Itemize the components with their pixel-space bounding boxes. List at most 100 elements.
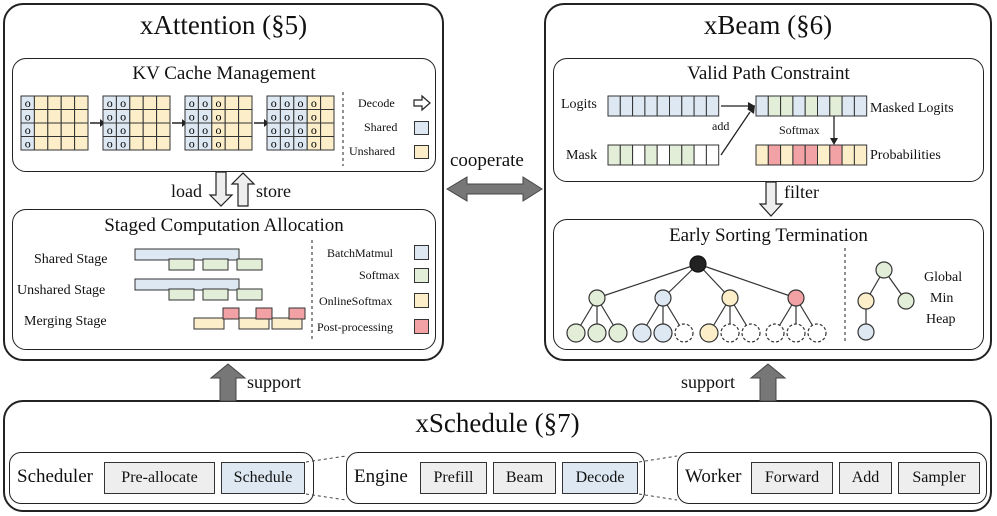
kv-cell-mark: o [107, 96, 113, 110]
probabilities-cell [755, 144, 769, 166]
kv-cell-mark: o [120, 110, 126, 124]
pruned-leaf-node [807, 323, 827, 343]
kv-cell [129, 136, 144, 151]
kv-cell [238, 95, 253, 110]
kv-cell-mark: o [120, 137, 126, 151]
heap-node [857, 323, 875, 341]
forward-button[interactable]: Forward [751, 462, 833, 494]
kv-cell [74, 136, 89, 151]
kv-cell [60, 95, 76, 110]
kv-cell [238, 122, 253, 137]
stage-bar [202, 258, 229, 271]
kv-cell-mark: o [311, 137, 317, 151]
legend-onlinesoftmax-swatch [414, 293, 429, 308]
support-right-label: support [681, 372, 735, 392]
mask-cell [693, 144, 707, 166]
decode-button[interactable]: Decode [562, 462, 638, 494]
kv-cell [156, 109, 171, 124]
mask-arrow [720, 111, 751, 156]
add-button[interactable]: Add [839, 462, 892, 494]
kv-cell [224, 122, 240, 137]
pre-allocate-button[interactable]: Pre-allocate [104, 462, 215, 494]
logits-cell [619, 95, 634, 117]
pruned-leaf-node [765, 323, 785, 343]
kv-cell-mark: o [107, 110, 113, 124]
probabilities-cell [767, 144, 782, 166]
logits-cell [669, 95, 683, 117]
logits-cell [705, 95, 720, 117]
tree-leaf-node [699, 323, 719, 343]
stage-bar [236, 288, 263, 301]
kv-cell [33, 122, 49, 137]
beam-button[interactable]: Beam [493, 462, 556, 494]
kv-cell [224, 136, 240, 151]
prefill-button[interactable]: Prefill [420, 462, 487, 494]
mask-cell [607, 144, 621, 166]
sampler-button[interactable]: Sampler [898, 462, 980, 494]
kv-cell [142, 109, 158, 124]
tree-node [654, 289, 672, 307]
kv-cell-mark: o [271, 137, 277, 151]
kv-cell-mark: o [25, 123, 31, 137]
add-label: add [712, 119, 730, 133]
legend-softmax-swatch [414, 268, 429, 283]
masked-logits-cell [780, 95, 794, 117]
engine-label: Engine [354, 466, 408, 487]
kv-cell-mark: o [202, 137, 208, 151]
kv-cell-mark: o [216, 123, 222, 137]
kv-cell-mark: o [311, 123, 317, 137]
kv-cell [74, 109, 89, 124]
legend-softmax-label: Softmax [359, 268, 400, 282]
legend-batchmatmul-swatch [414, 245, 429, 260]
kv-cell-mark: o [120, 123, 126, 137]
kv-cell-mark: o [189, 96, 195, 110]
heap-node [875, 261, 893, 279]
kv-cell-mark: o [298, 137, 304, 151]
masked-logits-cell [792, 95, 806, 117]
kv-cell [142, 95, 158, 110]
logits-cell [607, 95, 621, 117]
load-arrow [208, 171, 234, 207]
kv-cell-mark: o [284, 137, 290, 151]
scheduler-label: Scheduler [17, 466, 93, 487]
logits-cell [656, 95, 671, 117]
kv-cell [60, 109, 76, 124]
cooperate-label: cooperate [450, 150, 524, 171]
kv-cell [224, 109, 240, 124]
support-right-arrow [749, 363, 787, 402]
kv-cell-mark: o [311, 96, 317, 110]
kv-cell [47, 122, 62, 137]
legend-unshared-label: Unshared [349, 144, 395, 158]
cooperate-arrow [446, 176, 543, 202]
probabilities-cell [804, 144, 819, 166]
kv-cell [129, 109, 144, 124]
kv-cell [224, 95, 240, 110]
mask-cell [632, 144, 646, 166]
tree-root-node [689, 255, 707, 273]
kv-cell [129, 122, 144, 137]
probabilities-cell [792, 144, 806, 166]
kv-cell [60, 136, 76, 151]
kv-cell-mark: o [189, 110, 195, 124]
schedule-button[interactable]: Schedule [221, 462, 305, 494]
legend-batchmatmul-label: BatchMatmul [327, 246, 393, 260]
worker-label: Worker [685, 466, 742, 487]
stage-bar [134, 278, 240, 291]
kv-cell [320, 95, 335, 110]
stage-bar [288, 307, 306, 320]
engine-worker-connector [638, 455, 678, 463]
probabilities-label: Probabilities [870, 148, 941, 163]
tree-leaf-node [587, 323, 607, 343]
kv-cell [74, 95, 89, 110]
kv-cell [47, 95, 62, 110]
staged-computation-title: Staged Computation Allocation [104, 215, 344, 236]
tree-node [787, 289, 805, 307]
kv-cell-mark: o [271, 110, 277, 124]
load-label: load [171, 181, 202, 201]
mask-cell [705, 144, 720, 166]
stage-label-unshared: Unshared Stage [17, 283, 106, 298]
xbeam-title: xBeam (§6) [703, 10, 833, 40]
heap-label-min: Min [930, 291, 954, 306]
kv-cell [60, 122, 76, 137]
